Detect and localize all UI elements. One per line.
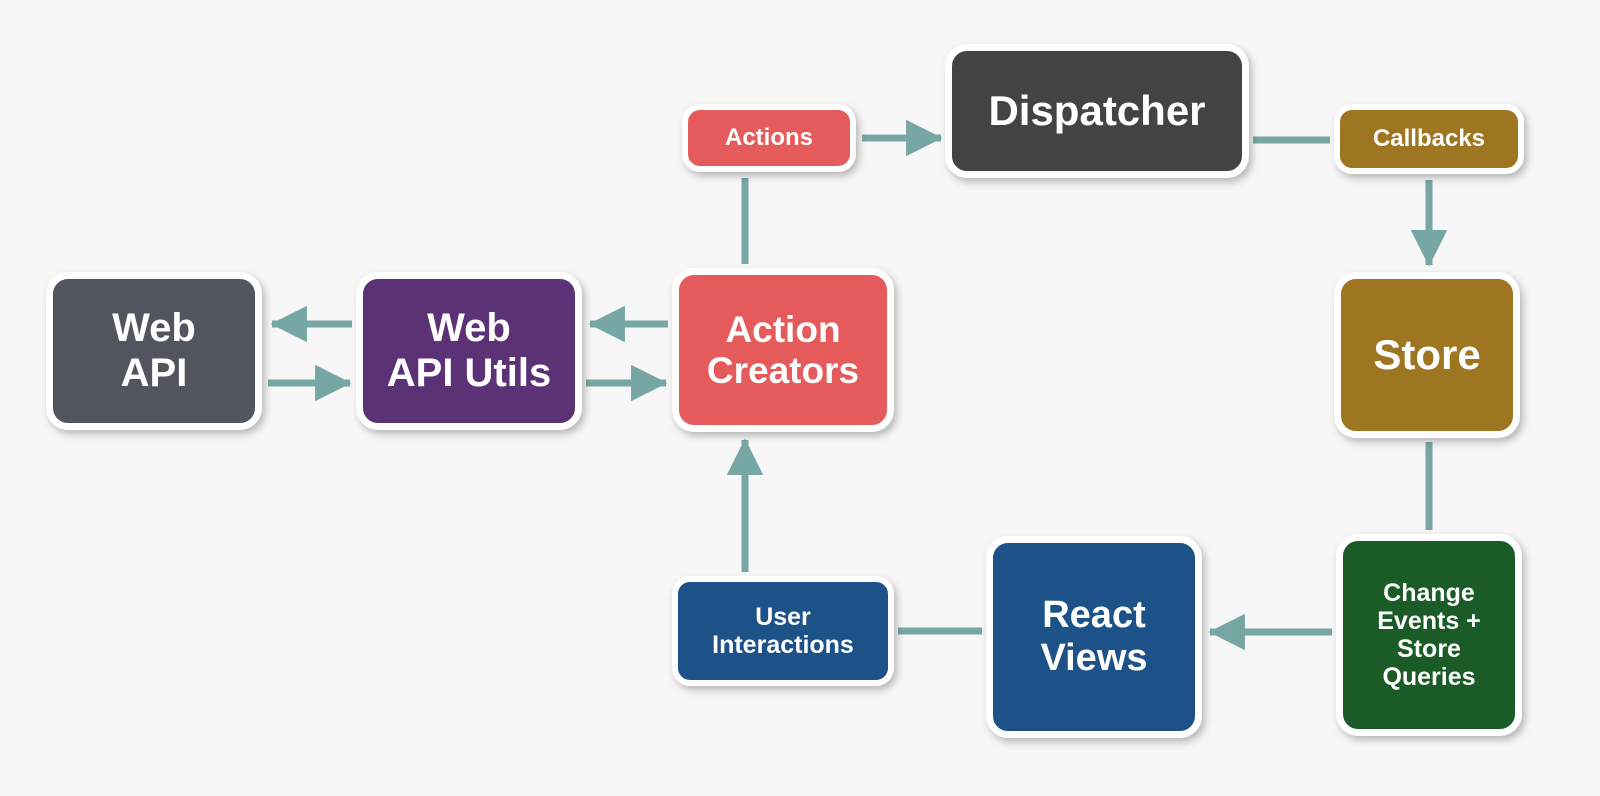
node-web-api-label: Web API — [112, 306, 196, 395]
node-callbacks-label: Callbacks — [1372, 124, 1486, 152]
node-callbacks[interactable]: Callbacks — [1334, 104, 1524, 174]
node-actions[interactable]: Actions — [682, 104, 856, 172]
node-react-views[interactable]: React Views — [986, 536, 1202, 738]
node-change-events-store-queries[interactable]: Change Events + Store Queries — [1336, 534, 1522, 736]
node-change-events-store-queries-label: Change Events + Store Queries — [1377, 579, 1481, 691]
node-store[interactable]: Store — [1334, 272, 1520, 438]
node-web-api-utils[interactable]: Web API Utils — [356, 272, 582, 430]
node-dispatcher[interactable]: Dispatcher — [945, 44, 1249, 178]
node-dispatcher-label: Dispatcher — [988, 87, 1206, 135]
node-action-creators-label: Action Creators — [706, 308, 860, 391]
node-user-interactions[interactable]: User Interactions — [672, 576, 894, 686]
node-user-interactions-label: User Interactions — [712, 603, 854, 659]
node-web-api[interactable]: Web API — [46, 272, 262, 430]
node-store-label: Store — [1373, 331, 1481, 379]
node-action-creators[interactable]: Action Creators — [672, 268, 894, 432]
node-web-api-utils-label: Web API Utils — [386, 306, 552, 395]
node-actions-label: Actions — [724, 123, 813, 151]
node-react-views-label: React Views — [1040, 594, 1148, 679]
